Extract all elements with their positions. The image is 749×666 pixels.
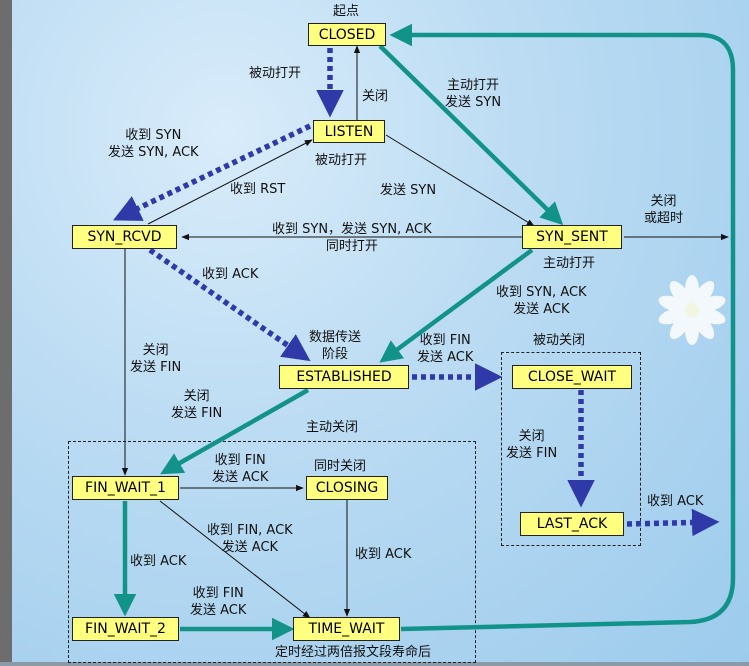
label-lastack-recv-ack: 收到 ACK xyxy=(647,493,703,510)
label-close-timeout: 关闭或超时 xyxy=(644,193,683,227)
label-close-fin-left: 关闭发送 FIN xyxy=(130,342,181,376)
start-label: 起点 xyxy=(333,3,359,20)
state-closed: CLOSED xyxy=(308,23,386,46)
label-active-close-region: 主动关闭 xyxy=(306,419,358,436)
label-fw1-recv-ack: 收到 ACK xyxy=(130,553,186,570)
state-syn-sent: SYN_SENT xyxy=(522,225,622,249)
label-send-syn: 发送 SYN xyxy=(380,182,436,199)
state-fin-wait-1: FIN_WAIT_1 xyxy=(72,476,179,500)
state-listen: LISTEN xyxy=(313,120,385,143)
label-closing-recv-ack: 收到 ACK xyxy=(355,546,411,563)
label-data-transfer: 数据传送阶段 xyxy=(309,329,361,363)
state-established: ESTABLISHED xyxy=(279,365,409,389)
label-recv-rst: 收到 RST xyxy=(230,181,285,198)
label-syn-sent-sub: 主动打开 xyxy=(543,255,595,272)
arrow-lastack-to-closed xyxy=(627,522,714,524)
label-passive-open: 被动打开 xyxy=(249,65,301,82)
label-active-open: 主动打开发送 SYN xyxy=(445,77,501,111)
label-passive-close-region: 被动关闭 xyxy=(533,332,585,349)
label-timeout-note: 定时经过两倍报文段寿命后 xyxy=(275,644,431,661)
state-last-ack: LAST_ACK xyxy=(520,512,624,536)
state-syn-rcvd: SYN_RCVD xyxy=(72,225,177,249)
label-close-fin-mid: 关闭发送 FIN xyxy=(171,388,222,422)
arrow-listen-to-synsent xyxy=(386,135,534,226)
state-time-wait: TIME_WAIT xyxy=(293,617,400,641)
label-close-fin-right: 关闭发送 FIN xyxy=(506,428,557,462)
state-close-wait: CLOSE_WAIT xyxy=(512,365,632,389)
label-close: 关闭 xyxy=(362,88,388,105)
label-recv-ack: 收到 ACK xyxy=(202,266,258,283)
state-fin-wait-2: FIN_WAIT_2 xyxy=(72,617,179,641)
label-listen-sub: 被动打开 xyxy=(315,152,367,169)
state-closing: CLOSING xyxy=(306,476,388,500)
label-simul-close: 同时关闭 xyxy=(314,458,366,475)
